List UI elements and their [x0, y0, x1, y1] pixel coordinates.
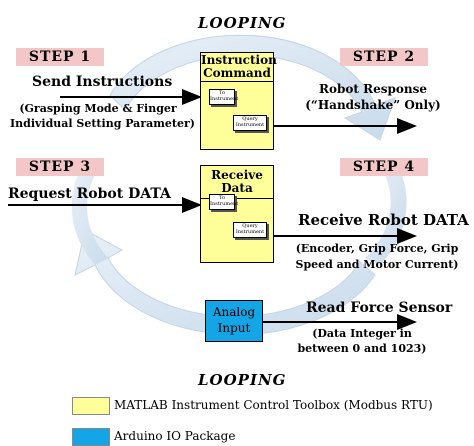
step-3-badge: STEP 3	[16, 158, 104, 176]
step2-title: Robot Response	[319, 82, 427, 96]
step4-detail-2: Speed and Motor Current)	[295, 258, 459, 271]
instruction-command-header: Instruction Command	[201, 53, 277, 82]
step-1-badge: STEP 1	[16, 48, 104, 66]
to-instrument-node: To Instrument	[209, 194, 238, 210]
cycle-arrow-bottom	[74, 229, 376, 335]
step3-title: Request Robot DATA	[8, 186, 171, 202]
legend-swatch-matlab	[72, 397, 110, 415]
receive-data-block: Receive Data To Instrument Query Instrum…	[200, 165, 274, 263]
legend-swatch-arduino	[72, 428, 110, 446]
sensor-detail-2: between 0 and 1023)	[297, 342, 427, 355]
looping-label-top: LOOPING	[198, 14, 287, 32]
sensor-detail-1: (Data Integer in	[312, 327, 412, 340]
analog-input-line2: Input	[217, 321, 251, 335]
analog-input-block: Analog Input	[205, 300, 263, 342]
instruction-command-block: Instruction Command To Instrument Query …	[200, 52, 277, 150]
looping-label-bottom: LOOPING	[198, 371, 287, 389]
step4-detail-1: (Encoder, Grip Force, Grip	[295, 242, 459, 255]
step4-title: Receive Robot DATA	[298, 211, 469, 229]
step-2-badge: STEP 2	[340, 48, 428, 66]
legend-label-arduino: Arduino IO Package	[114, 429, 236, 443]
legend-label-matlab: MATLAB Instrument Control Toolbox (Modbu…	[114, 398, 433, 412]
to-instrument-node: To Instrument	[209, 89, 238, 105]
step1-detail-2: Individual Setting Parameter)	[10, 117, 195, 130]
cycle-arrow-left	[71, 170, 108, 265]
instruction-header-line2: Command	[203, 66, 271, 80]
step-4-badge: STEP 4	[340, 158, 428, 176]
step2-detail: (“Handshake” Only)	[305, 98, 441, 112]
analog-input-line1: Analog	[212, 305, 256, 319]
sensor-title: Read Force Sensor	[306, 300, 453, 316]
step1-title: Send Instructions	[32, 74, 173, 90]
query-instrument-node: Query Instrument	[233, 222, 267, 238]
instruction-header-line1: Instruction	[201, 53, 277, 67]
step1-detail-1: (Grasping Mode & Finger	[19, 102, 177, 115]
query-instrument-node: Query Instrument	[233, 115, 267, 131]
cycle-arrow-right	[365, 170, 407, 265]
cycle-arrow-top	[109, 34, 396, 141]
receive-data-header: Receive Data	[201, 169, 273, 199]
